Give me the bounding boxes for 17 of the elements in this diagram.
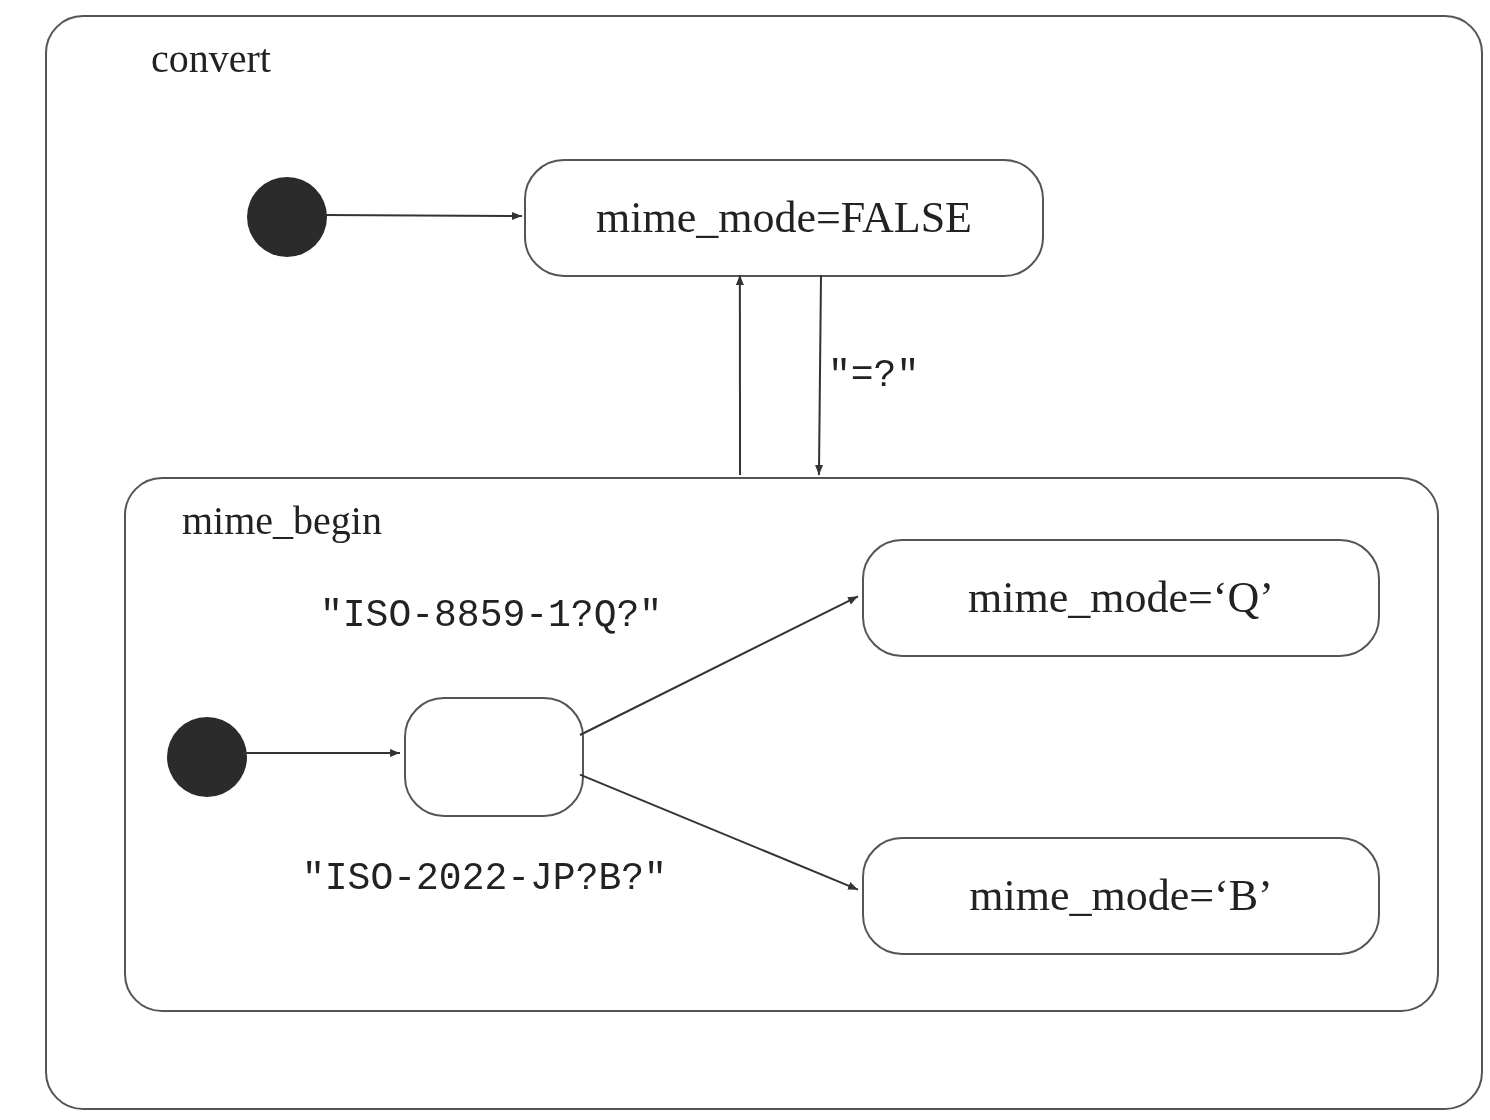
composite-state (124, 477, 1439, 1012)
state-label: mime_mode=FALSE (596, 196, 972, 240)
transition-arrow (579, 773, 859, 891)
state-box (524, 159, 1044, 277)
state-label: mime_mode=‘Q’ (968, 576, 1274, 620)
transition-arrow (815, 274, 824, 476)
transition-arrow (242, 749, 401, 757)
state-title: mime_begin (182, 501, 382, 541)
state-box (862, 539, 1380, 657)
state-label: mime_mode=‘B’ (969, 874, 1273, 918)
transition-arrow (579, 595, 859, 736)
transition-arrow (735, 274, 744, 476)
state-box (862, 837, 1380, 955)
transition-arrow (324, 211, 523, 220)
composite-state (45, 15, 1483, 1110)
state-title: convert (151, 39, 271, 79)
state-box (404, 697, 584, 817)
